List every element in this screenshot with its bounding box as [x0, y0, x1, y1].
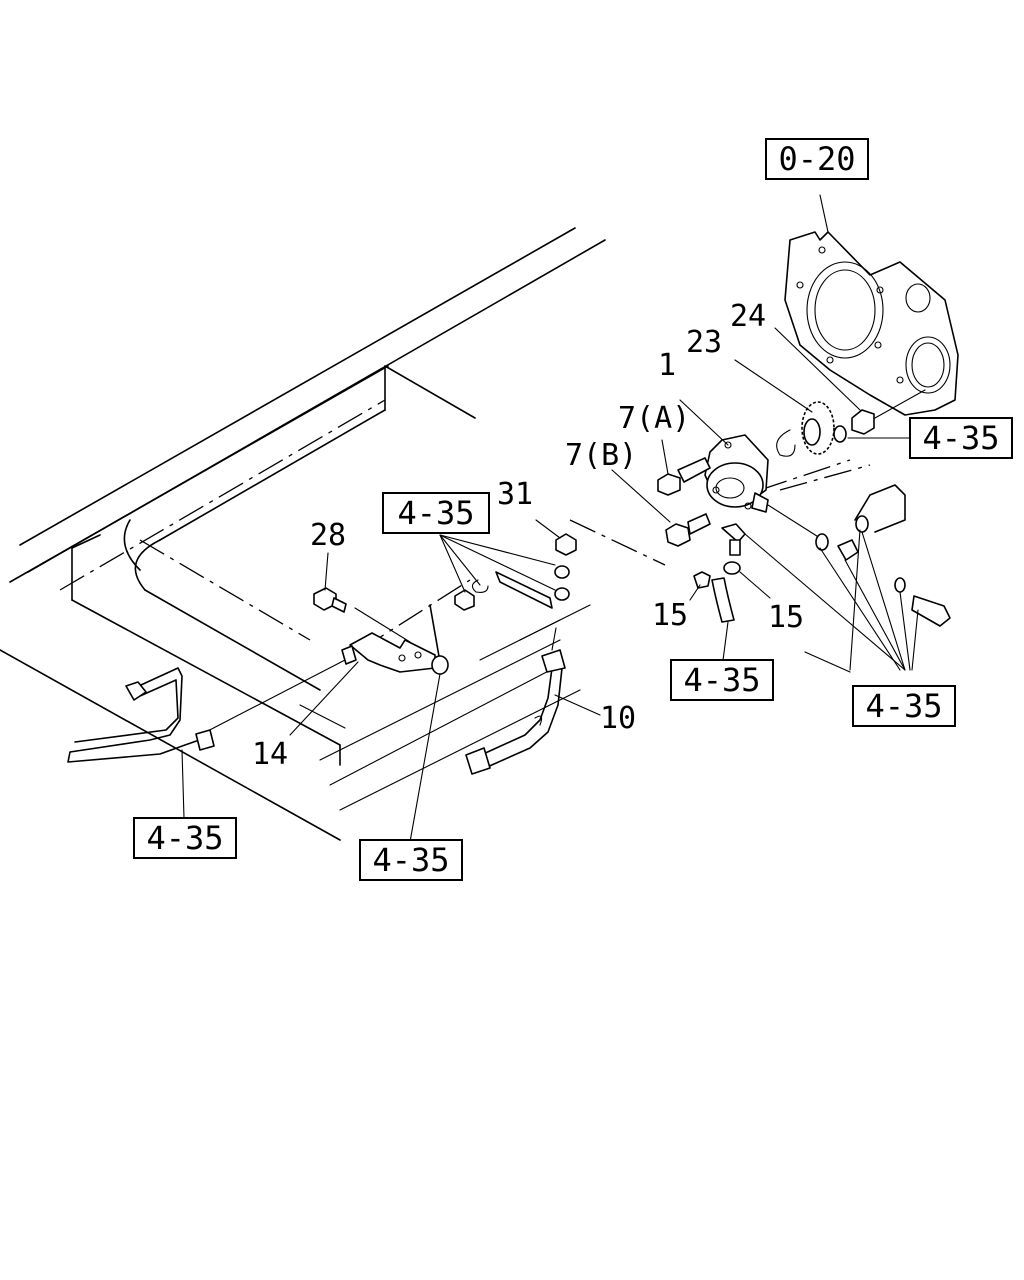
ref-text-bottom-center: 4-35 [372, 841, 449, 879]
vacuum-pump-1 [679, 399, 821, 539]
o-ring [776, 429, 796, 457]
hose-15 [689, 561, 771, 669]
part-labels: 1 23 24 7(A) 7(B) 31 28 14 10 15 15 [252, 299, 804, 772]
reference-box-bottom-center: 4-35 [359, 839, 463, 881]
washer [833, 425, 911, 443]
ref-text-right-lower: 4-35 [865, 687, 942, 725]
label-part-31: 31 [497, 477, 533, 512]
elbow-fitting [721, 523, 906, 671]
ref-text-0-20: 0-20 [778, 140, 855, 178]
nut-24 [774, 327, 926, 435]
label-part-15-right: 15 [768, 600, 804, 635]
ref-text-center-bottom: 4-35 [683, 661, 760, 699]
vacuum-pipe-right [779, 464, 951, 673]
vacuum-pipe-left [67, 667, 215, 819]
washer-bracket [409, 655, 449, 843]
vacuum-hose-10 [465, 627, 601, 775]
drive-gear-23 [734, 359, 835, 455]
timing-case-cover [784, 194, 959, 416]
reference-box-center-bottom: 4-35 [670, 659, 774, 701]
reference-box-bottom-left: 4-35 [133, 817, 237, 859]
ref-text-bottom-left: 4-35 [146, 819, 223, 857]
label-part-15-left: 15 [652, 598, 688, 633]
reference-box-right-upper: 4-35 [909, 417, 1013, 459]
label-part-14: 14 [252, 737, 288, 772]
label-part-7b: 7(B) [565, 438, 637, 473]
reference-box-right-lower: 4-35 [852, 685, 956, 727]
ref-text-right-upper: 4-35 [922, 419, 999, 457]
label-part-1: 1 [658, 348, 676, 383]
label-part-10: 10 [600, 701, 636, 736]
bolt-7a [657, 439, 711, 496]
bracket-assembly [439, 519, 666, 611]
label-part-23: 23 [686, 325, 722, 360]
bolt-28 [313, 552, 347, 613]
ref-text-middle-left: 4-35 [397, 494, 474, 532]
label-part-24: 24 [730, 299, 766, 334]
centerline-gear [759, 459, 851, 491]
reference-box-middle-left: 4-35 [382, 492, 490, 534]
bolt-7b [611, 469, 711, 547]
label-part-28: 28 [310, 518, 346, 553]
reference-box-0-20: 0-20 [765, 138, 869, 180]
label-part-7a: 7(A) [618, 401, 690, 436]
